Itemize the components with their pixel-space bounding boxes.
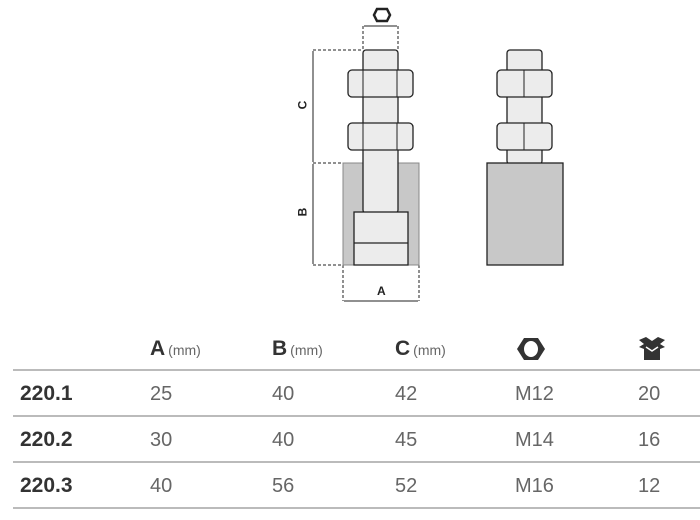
section-view (342, 49, 420, 266)
cell-a: 40 (150, 475, 173, 497)
table-divider (13, 369, 700, 371)
hex-nut-icon (517, 338, 545, 360)
cell-a: 30 (150, 429, 173, 451)
cell-qty: 20 (638, 383, 661, 405)
cell-qty: 16 (638, 429, 661, 451)
header-c: C(mm) (395, 337, 446, 360)
header-b: B(mm) (272, 337, 323, 360)
article-code: 220.1 (20, 382, 73, 405)
dimension-b-label: B (295, 207, 310, 217)
article-code: 220.2 (20, 428, 73, 451)
table-divider (13, 461, 700, 463)
dimension-guides (313, 26, 420, 301)
cell-thread: M12 (515, 383, 554, 405)
cell-c: 45 (395, 429, 418, 451)
hex-size-icon (372, 7, 392, 23)
dimension-c-label: C (295, 100, 310, 110)
table-divider (13, 415, 700, 417)
cell-b: 56 (272, 475, 295, 497)
cell-a: 25 (150, 383, 173, 405)
cell-c: 52 (395, 475, 418, 497)
cell-b: 40 (272, 429, 295, 451)
cell-b: 40 (272, 383, 295, 405)
technical-drawing (312, 7, 564, 302)
exterior-view (486, 49, 564, 266)
cell-thread: M16 (515, 475, 554, 497)
table-divider (13, 507, 700, 509)
package-box-icon (639, 337, 665, 360)
dimension-lines (312, 25, 418, 302)
header-a: A(mm) (150, 337, 201, 360)
dimension-a-label: A (377, 284, 386, 298)
cell-thread: M14 (515, 429, 554, 451)
cell-qty: 12 (638, 475, 661, 497)
article-code: 220.3 (20, 474, 73, 497)
cell-c: 42 (395, 383, 418, 405)
